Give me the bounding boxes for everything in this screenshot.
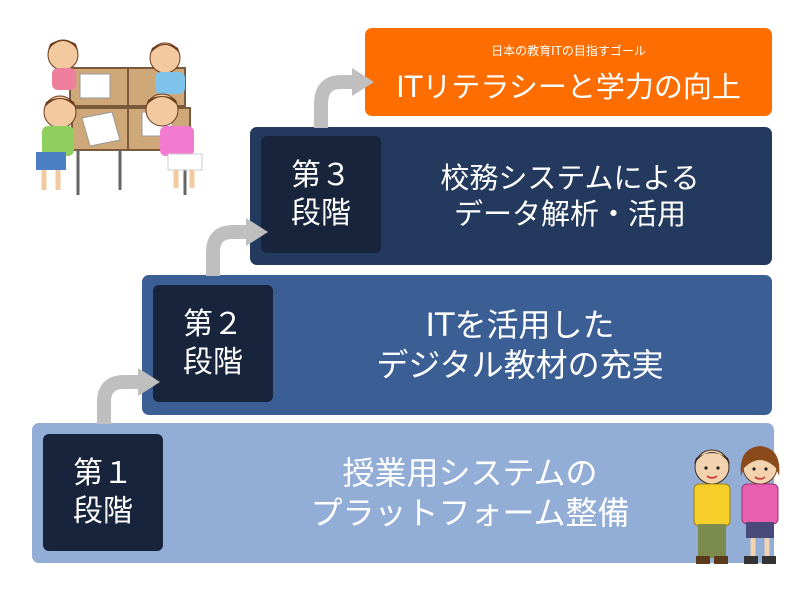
stage-1-text-line1: 授業用システムの <box>342 454 598 492</box>
stage-1-badge-number: 第１ <box>73 456 133 491</box>
stage-2-description: ITを活用した デジタル教材の充実 <box>290 280 750 410</box>
arrow-stage1-to-stage2 <box>97 368 160 424</box>
arrow-stage2-to-stage3 <box>206 218 268 276</box>
stage-2-badge: 第２ 段階 <box>153 285 273 402</box>
stage-3-badge-label: 段階 <box>291 195 351 231</box>
stage-1-text-line2: プラットフォーム整備 <box>310 494 630 532</box>
stage-2-text-line2: デジタル教材の充実 <box>376 346 664 384</box>
stage-2-text-line1: ITを活用した <box>425 306 615 344</box>
stage-1-badge-label: 段階 <box>73 493 133 529</box>
stage-2-badge-label: 段階 <box>183 344 243 380</box>
stage-3-badge-number: 第３ <box>291 158 351 193</box>
goal-box: 日本の教育ITの目指すゴール ITリテラシーと学力の向上 <box>365 28 772 116</box>
arrow-stage3-to-goal <box>314 68 374 128</box>
stage-3-badge: 第３ 段階 <box>261 136 381 253</box>
stage-1-description: 授業用システムの プラットフォーム整備 <box>200 428 740 558</box>
stage-3-description: 校務システムによる データ解析・活用 <box>385 132 755 260</box>
stage-3-text-line1: 校務システムによる <box>440 160 700 195</box>
stage-3-text-line2: データ解析・活用 <box>453 197 686 231</box>
stage-2-badge-number: 第２ <box>183 307 243 342</box>
goal-subtitle: 日本の教育ITの目指すゴール <box>491 44 646 58</box>
goal-title: ITリテラシーと学力の向上 <box>396 70 741 104</box>
stage-1-badge: 第１ 段階 <box>43 434 163 551</box>
children-at-desks-illustration <box>36 39 203 195</box>
two-students-illustration <box>693 446 780 564</box>
